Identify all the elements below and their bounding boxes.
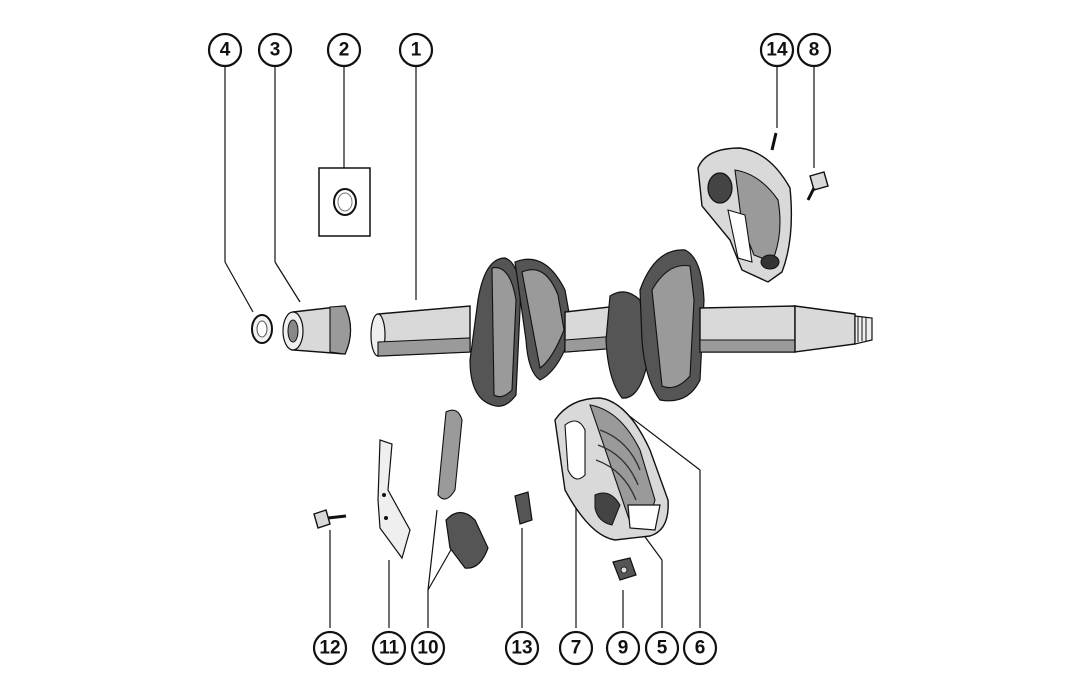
- callout-14: 14: [759, 32, 795, 68]
- part-4-ring: [251, 314, 273, 344]
- part-11-plate: [377, 439, 411, 560]
- part-8-screw: [806, 171, 829, 201]
- part-13-clip: [514, 491, 533, 525]
- callout-9: 9: [605, 630, 641, 666]
- part-2-inset: [318, 167, 371, 237]
- callout-12: 12: [312, 630, 348, 666]
- callout-7: 7: [558, 630, 594, 666]
- lower-bearing-cap: [554, 397, 669, 541]
- inset-box: [318, 167, 371, 237]
- callout-2: 2: [326, 32, 362, 68]
- callout-4: 4: [207, 32, 243, 68]
- callout-5-label: 5: [657, 638, 668, 659]
- callout-11: 11: [371, 630, 407, 666]
- upper-bearing-cap: [697, 147, 793, 283]
- callout-6-label: 6: [695, 638, 706, 659]
- callout-8-label: 8: [809, 40, 820, 61]
- part-1-crankshaft: [370, 249, 873, 407]
- callout-5: 5: [644, 630, 680, 666]
- part-9-nut: [612, 557, 637, 581]
- callout-2-label: 2: [339, 40, 350, 61]
- callout-9-label: 9: [618, 638, 629, 659]
- callout-10-label: 10: [417, 638, 438, 659]
- callout-1-label: 1: [411, 40, 422, 61]
- callout-3: 3: [257, 32, 293, 68]
- ring-part-2: [333, 188, 357, 216]
- part-14-pin: [770, 132, 778, 151]
- callout-4-label: 4: [220, 40, 231, 61]
- callout-12-label: 12: [319, 638, 340, 659]
- callout-7-label: 7: [571, 638, 582, 659]
- callout-13-label: 13: [511, 638, 532, 659]
- callout-14-label: 14: [766, 40, 788, 61]
- leader-lines: [224, 66, 815, 628]
- callout-6: 6: [682, 630, 718, 666]
- callout-1: 1: [398, 32, 434, 68]
- callout-8: 8: [796, 32, 832, 68]
- callout-3-label: 3: [270, 40, 281, 61]
- part-12-screw: [313, 509, 347, 529]
- callout-11-label: 11: [379, 638, 400, 659]
- part-3-sleeve: [282, 305, 352, 355]
- callout-10: 10: [410, 630, 446, 666]
- part-10-pieces: [437, 409, 489, 569]
- callout-13: 13: [504, 630, 540, 666]
